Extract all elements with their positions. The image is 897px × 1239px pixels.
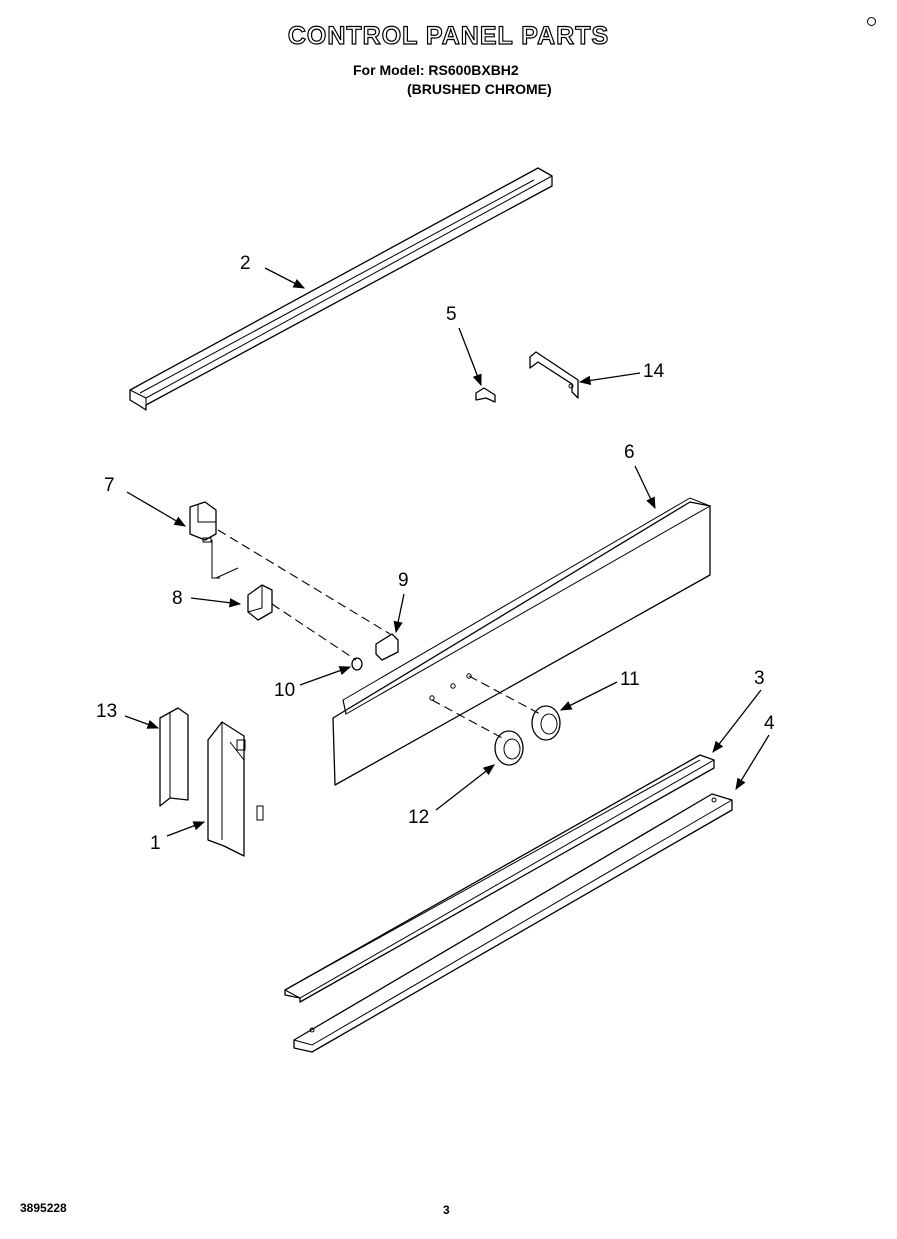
part-11-knob bbox=[531, 705, 561, 741]
part-14-bracket bbox=[529, 351, 579, 399]
part-13-end-cap bbox=[159, 707, 189, 807]
part-8-switch bbox=[247, 584, 273, 621]
part-5-clip bbox=[475, 387, 496, 403]
callout-7: 7 bbox=[104, 475, 115, 496]
callout-13: 13 bbox=[96, 701, 117, 722]
leader-arrows bbox=[124, 267, 770, 837]
callout-2: 2 bbox=[240, 253, 251, 274]
callout-3: 3 bbox=[754, 668, 765, 689]
callout-12: 12 bbox=[408, 807, 429, 828]
callout-14: 14 bbox=[643, 361, 665, 382]
part-6-control-panel bbox=[332, 497, 712, 786]
callout-6: 6 bbox=[624, 442, 635, 463]
page-title: CONTROL PANEL PARTS bbox=[287, 21, 610, 50]
callout-4: 4 bbox=[764, 713, 775, 734]
part-9-bezel bbox=[375, 633, 399, 661]
page-number: 3 bbox=[443, 1203, 450, 1217]
part-12-knob bbox=[494, 730, 524, 766]
document-code: 3895228 bbox=[20, 1201, 67, 1215]
part-7-switch bbox=[189, 501, 239, 579]
callout-5: 5 bbox=[446, 304, 457, 325]
callout-10: 10 bbox=[274, 680, 295, 701]
callout-9: 9 bbox=[398, 570, 409, 591]
part-10-knob-small bbox=[351, 657, 363, 671]
part-1-end-cap bbox=[207, 721, 264, 857]
part-2-upper-trim bbox=[129, 167, 553, 411]
model-line: For Model: RS600BXBH2 bbox=[353, 62, 519, 78]
callout-1: 1 bbox=[150, 833, 161, 854]
callout-8: 8 bbox=[172, 588, 183, 609]
part-3-lower-rail bbox=[284, 754, 715, 1003]
callout-11: 11 bbox=[620, 669, 640, 690]
corner-mark bbox=[867, 17, 876, 26]
part-4-lower-trim bbox=[293, 793, 733, 1053]
finish-line: (BRUSHED CHROME) bbox=[407, 81, 552, 97]
callout-labels: 2 5 14 6 7 8 9 10 11 3 4 13 1 12 bbox=[96, 253, 775, 854]
